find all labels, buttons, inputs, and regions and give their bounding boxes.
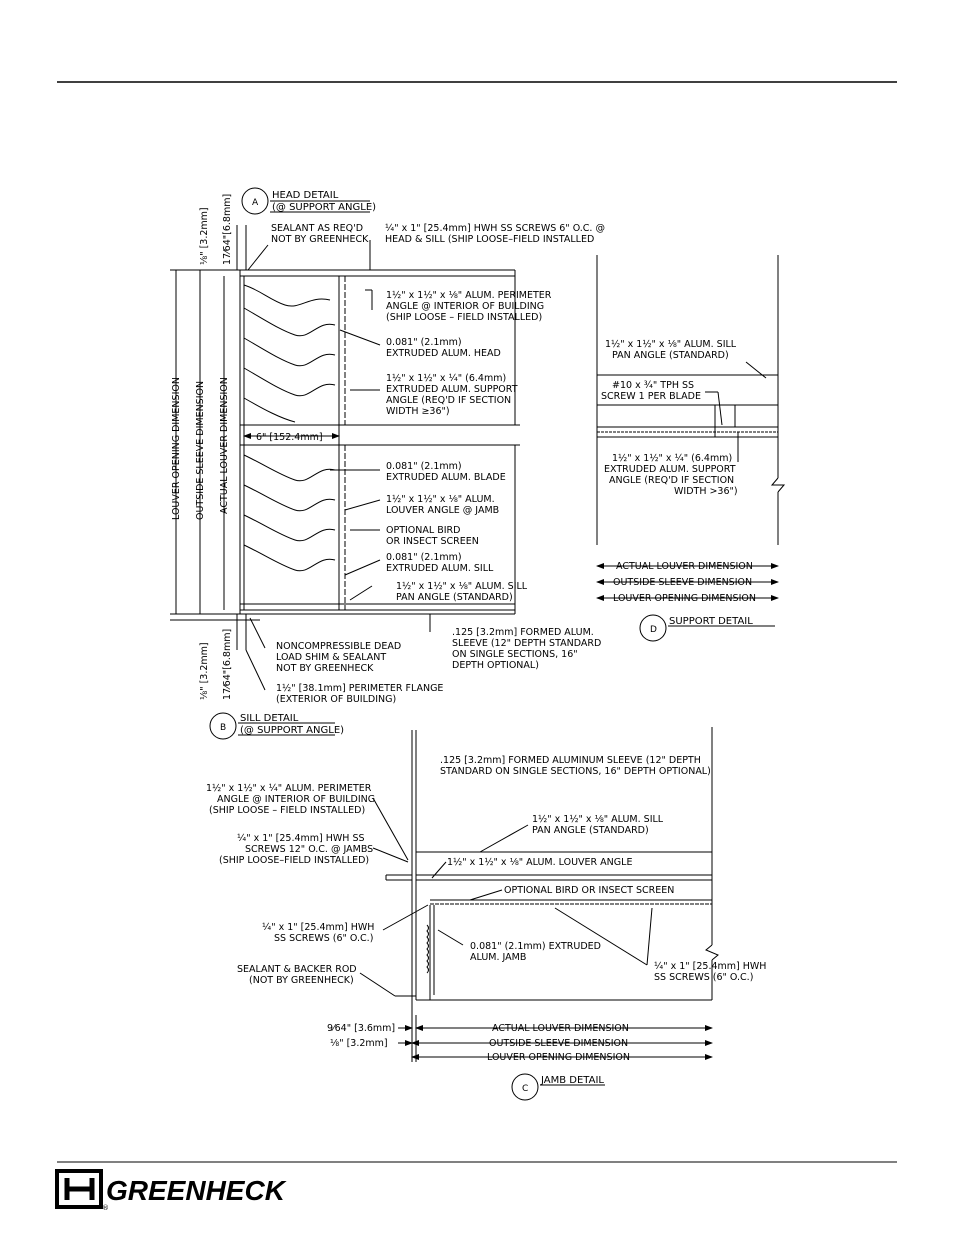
jamb-screws6r-line1: ¼" x 1" [25.4mm] HWH — [654, 961, 766, 972]
head-blade-line2: EXTRUDED ALUM. BLADE — [386, 472, 506, 483]
jamb-perimeter-line2: ANGLE @ INTERIOR OF BUILDING — [217, 794, 375, 805]
jamb-outside-dim: OUTSIDE SLEEVE DIMENSION — [489, 1038, 628, 1049]
support-sill-pan-line2: PAN ANGLE (STANDARD) — [612, 350, 729, 361]
head-sill-ext-line2: EXTRUDED ALUM. SILL — [386, 563, 494, 574]
sill-flange-line1: 1½" [38.1mm] PERIMETER FLANGE — [276, 683, 443, 694]
head-ext-line2: EXTRUDED ALUM. HEAD — [386, 348, 501, 359]
jamb-sill-pan-line1: 1½" x 1½" x ⅛" ALUM. SILL — [532, 814, 664, 825]
jamb-sleeve-line1: .125 [3.2mm] FORMED ALUMINUM SLEEVE (12"… — [440, 755, 701, 766]
support-outside-dim: OUTSIDE SLEEVE DIMENSION — [613, 577, 752, 588]
head-bird-line2: OR INSECT SCREEN — [386, 536, 479, 547]
head-dim-left: ⅛" [3.2mm] — [199, 207, 210, 265]
head-actual-louver-dim: ACTUAL LOUVER DIMENSION — [219, 377, 230, 514]
support-angle-line4: WIDTH >36") — [674, 486, 738, 497]
support-detail-circle-letter: D — [650, 625, 657, 635]
head-dim-right: 17⁄64"[6.8mm] — [222, 194, 233, 265]
head-sealant-line1: SEALANT AS REQ'D — [271, 223, 363, 234]
jamb-sealant-line1: SEALANT & BACKER ROD — [237, 964, 357, 975]
support-detail-title: SUPPORT DETAIL — [669, 616, 753, 627]
jamb-perimeter-line1: 1½" x 1½" x ¼" ALUM. PERIMETER — [206, 783, 372, 794]
jamb-screws12-line3: (SHIP LOOSE–FIELD INSTALLED) — [219, 855, 369, 866]
support-tph-line1: #10 x ¾" TPH SS — [612, 380, 694, 391]
sill-sleeve-line3: ON SINGLE SECTIONS, 16" — [452, 649, 578, 660]
sill-detail-circle-letter: B — [220, 723, 226, 733]
head-detail-marker — [241, 187, 269, 215]
jamb-screws12-line2: SCREWS 12" O.C. @ JAMBS — [245, 844, 373, 855]
head-screws-line2: HEAD & SILL (SHIP LOOSE–FIELD INSTALLED — [385, 234, 594, 245]
jamb-detail-marker — [511, 1073, 539, 1101]
sill-detail-marker — [209, 712, 237, 740]
support-angle-line2: EXTRUDED ALUM. SUPPORT — [604, 464, 736, 475]
head-sill-ext-line1: 0.081" (2.1mm) — [386, 552, 462, 563]
jamb-perimeter-line3: (SHIP LOOSE – FIELD INSTALLED) — [209, 805, 365, 816]
jamb-sealant-line2: (NOT BY GREENHECK) — [249, 975, 354, 986]
head-sill-pan-line2: PAN ANGLE (STANDARD) — [396, 592, 513, 603]
support-tph-line2: SCREW 1 PER BLADE — [601, 391, 701, 402]
logo-wordmark: GREENHECK — [106, 1175, 287, 1206]
sill-sleeve-line1: .125 [3.2mm] FORMED ALUM. — [452, 627, 594, 638]
head-width-dim: 6" [152.4mm] — [256, 432, 323, 443]
greenheck-logo: ® GREENHECK — [55, 1169, 287, 1212]
jamb-actual-dim: ACTUAL LOUVER DIMENSION — [492, 1023, 629, 1034]
sill-shim-line2: LOAD SHIM & SEALANT — [276, 652, 386, 663]
sill-shim-line1: NONCOMPRESSIBLE DEAD — [276, 641, 401, 652]
head-sealant-line2: NOT BY GREENHECK — [271, 234, 369, 245]
support-angle-line3: ANGLE (REQ'D IF SECTION — [609, 475, 734, 486]
sill-shim-line3: NOT BY GREENHECK — [276, 663, 374, 674]
jamb-detail — [359, 727, 719, 1101]
head-detail-subtitle: (@ SUPPORT ANGLE) — [272, 202, 376, 213]
jamb-screws6-line2: SS SCREWS (6" O.C.) — [274, 933, 373, 944]
support-opening-dim: LOUVER OPENING DIMENSION — [613, 593, 756, 604]
sill-detail-marker-group — [209, 712, 335, 740]
jamb-bird: OPTIONAL BIRD OR INSECT SCREEN — [504, 885, 674, 896]
head-ext-line1: 0.081" (2.1mm) — [386, 337, 462, 348]
jamb-detail-circle-letter: C — [522, 1084, 528, 1094]
jamb-screws12-line1: ¼" x 1" [25.4mm] HWH SS — [237, 833, 365, 844]
support-actual-dim: ACTUAL LOUVER DIMENSION — [616, 561, 753, 572]
head-blade-line1: 0.081" (2.1mm) — [386, 461, 462, 472]
sill-sleeve-line2: SLEEVE (12" DEPTH STANDARD — [452, 638, 601, 649]
head-perimeter-line1: 1½" x 1½" x ⅛" ALUM. PERIMETER — [386, 290, 552, 301]
head-louver-angle-line2: LOUVER ANGLE @ JAMB — [386, 505, 499, 516]
jamb-ext-line2: ALUM. JAMB — [470, 952, 526, 963]
head-detail-circle-letter: A — [252, 198, 259, 208]
support-angle-line1: 1½" x 1½" x ¼" (6.4mm) — [612, 453, 732, 464]
head-perimeter-line3: (SHIP LOOSE – FIELD INSTALLED) — [386, 312, 542, 323]
support-detail — [596, 255, 786, 642]
head-perimeter-line2: ANGLE @ INTERIOR OF BUILDING — [386, 301, 544, 312]
sill-flange-line2: (EXTERIOR OF BUILDING) — [276, 694, 396, 705]
jamb-screws6r-line2: SS SCREWS (6" O.C.) — [654, 972, 753, 983]
head-support-line3: ANGLE (REQ'D IF SECTION — [386, 395, 511, 406]
head-detail — [170, 187, 520, 691]
head-louver-angle-line1: 1½" x 1½" x ⅛" ALUM. — [386, 494, 495, 505]
head-detail-title: HEAD DETAIL — [272, 190, 339, 201]
jamb-dim-b: ⅛" [3.2mm] — [330, 1038, 388, 1049]
head-support-line2: EXTRUDED ALUM. SUPPORT — [386, 384, 518, 395]
head-support-line1: 1½" x 1½" x ¼" (6.4mm) — [386, 373, 506, 384]
jamb-louver-angle: 1½" x 1½" x ⅛" ALUM. LOUVER ANGLE — [447, 857, 632, 868]
head-support-line4: WIDTH ≥36") — [386, 406, 450, 417]
head-bird-line1: OPTIONAL BIRD — [386, 525, 460, 536]
logo-registered-mark: ® — [102, 1204, 109, 1212]
head-sill-pan-line1: 1½" x 1½" x ⅛" ALUM. SILL — [396, 581, 528, 592]
support-sill-pan-line1: 1½" x 1½" x ⅛" ALUM. SILL — [605, 339, 737, 350]
sill-sleeve-line4: DEPTH OPTIONAL) — [452, 660, 539, 671]
sill-detail-title: SILL DETAIL — [240, 713, 299, 724]
support-detail-marker — [639, 614, 667, 642]
jamb-sill-pan-line2: PAN ANGLE (STANDARD) — [532, 825, 649, 836]
sill-dim-left: ⅛" [3.2mm] — [199, 642, 210, 700]
sill-detail-subtitle: (@ SUPPORT ANGLE) — [240, 725, 344, 736]
sill-dim-right: 17⁄64"[6.8mm] — [222, 629, 233, 700]
head-outside-sleeve-dim: OUTSIDE SLEEVE DIMENSION — [195, 381, 206, 520]
jamb-sleeve-line2: STANDARD ON SINGLE SECTIONS, 16" DEPTH O… — [440, 766, 711, 777]
head-screws-line1: ¼" x 1" [25.4mm] HWH SS SCREWS 6" O.C. @ — [385, 223, 605, 234]
jamb-ext-line1: 0.081" (2.1mm) EXTRUDED — [470, 941, 601, 952]
jamb-dim-a: 9⁄64" [3.6mm] — [327, 1023, 395, 1034]
jamb-detail-title: JAMB DETAIL — [540, 1075, 604, 1086]
head-louver-opening-dim: LOUVER OPENING DIMENSION — [171, 377, 182, 520]
jamb-opening-dim: LOUVER OPENING DIMENSION — [487, 1052, 630, 1063]
jamb-screws6-line1: ¼" x 1" [25.4mm] HWH — [262, 922, 374, 933]
